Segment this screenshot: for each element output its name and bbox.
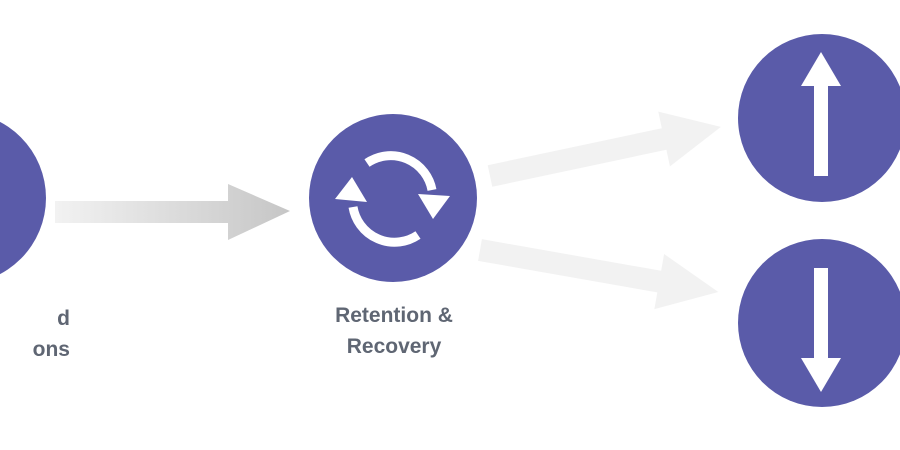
node-center-circle xyxy=(309,114,477,282)
node-center-label-line-2: Recovery xyxy=(346,335,442,358)
connector-arrow-center-to-bottom-right xyxy=(478,239,719,310)
node-center xyxy=(309,114,477,282)
refresh-cycle-icon xyxy=(335,151,450,247)
node-top-right xyxy=(738,34,900,202)
node-center-label: Retention & Recovery xyxy=(294,300,494,362)
arrow-down-icon xyxy=(801,268,841,392)
node-bottom-right xyxy=(738,239,900,407)
arrow-up-icon xyxy=(801,52,841,176)
node-left-label: d ons xyxy=(0,303,70,365)
node-center-label-line-1: Retention & xyxy=(335,304,453,327)
node-left-circle xyxy=(0,121,46,275)
node-left-label-line-2: ons xyxy=(32,338,70,361)
node-left-label-line-1: d xyxy=(57,307,70,330)
connector-arrow-left-to-center xyxy=(55,184,290,240)
connector-arrow-center-to-top-right xyxy=(487,111,721,187)
